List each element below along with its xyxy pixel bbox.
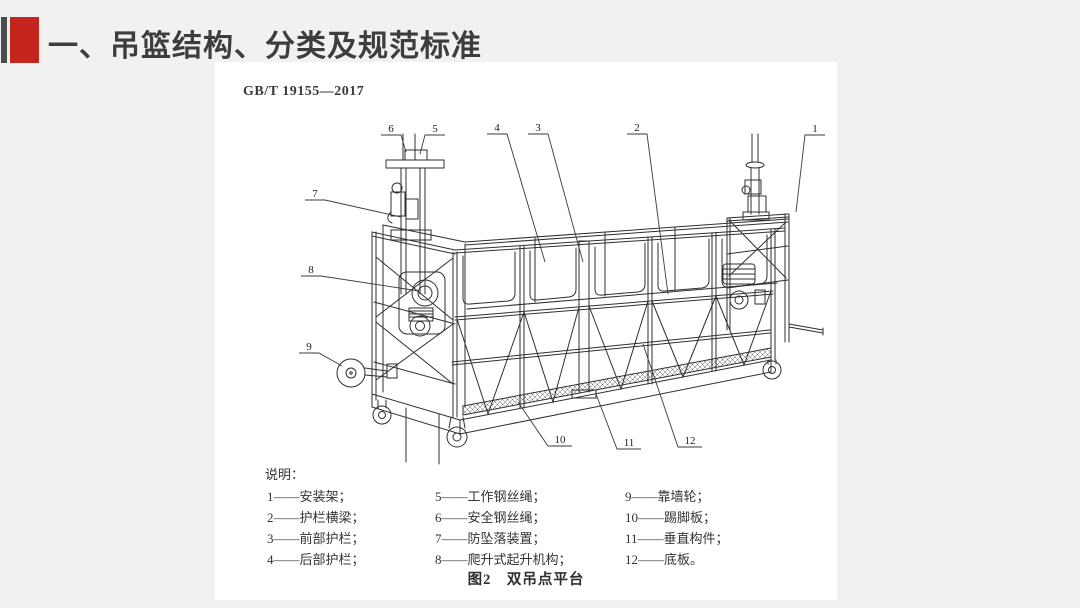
left-mast <box>400 167 426 295</box>
wall-wheel <box>336 358 398 388</box>
toe-board-front <box>459 359 772 435</box>
callout-numbers: 6 5 4 3 2 1 7 8 9 10 11 12 <box>306 122 818 449</box>
title-accent-bar-dark <box>1 17 7 63</box>
legend-item: 9——靠墙轮； <box>625 489 710 504</box>
callout-4: 4 <box>494 122 500 134</box>
callout-12: 12 <box>685 435 696 447</box>
guardrail-loops <box>462 234 768 305</box>
guardrail-rails <box>451 218 789 366</box>
figure-panel: GB/T 19155—2017 <box>215 62 837 600</box>
figure-caption: 图2 双吊点平台 <box>467 572 585 588</box>
title-accent-block-red <box>10 17 39 63</box>
truss-bracing <box>456 290 772 416</box>
climbing-hoist-left <box>398 271 446 337</box>
castor-wheels-left <box>372 399 468 448</box>
callout-11: 11 <box>624 437 635 449</box>
fall-arrester <box>387 182 419 224</box>
center-vertical-member <box>571 240 597 399</box>
legend-item: 8——爬升式起升机构； <box>435 552 572 567</box>
callout-1: 1 <box>812 123 818 135</box>
right-end-post <box>770 228 776 361</box>
callout-8: 8 <box>308 264 314 276</box>
guardrail-post <box>711 232 717 372</box>
legend-item: 11——垂直构件； <box>625 531 729 546</box>
legend-item: 1——安装架； <box>267 489 352 504</box>
legend-item: 3——前部护栏； <box>267 531 365 546</box>
wall-wheel-arm-right <box>788 323 824 336</box>
standard-reference: GB/T 19155—2017 <box>243 84 365 99</box>
castor-wheel-right <box>762 360 782 380</box>
legend-column-3: 9——靠墙轮； 10——踢脚板； 11——垂直构件； 12——底板。 <box>625 486 729 570</box>
legend-item: 10——踢脚板； <box>625 510 717 525</box>
ropes-below-deck <box>405 407 440 465</box>
rear-guardrail-posts <box>534 226 676 303</box>
legend-item: 6——安全钢丝绳； <box>435 510 546 525</box>
legend-column-1: 1——安装架； 2——护栏横梁； 3——前部护栏； 4——后部护栏； <box>267 486 365 570</box>
callout-9: 9 <box>306 341 312 353</box>
callout-5: 5 <box>432 123 438 135</box>
legend-title: 说明： <box>265 467 305 482</box>
legend-item: 7——防坠落装置； <box>435 531 546 546</box>
toe-board-left <box>371 393 461 435</box>
callout-6: 6 <box>388 123 394 135</box>
legend-column-2: 5——工作钢丝绳； 6——安全钢丝绳； 7——防坠落装置； 8——爬升式起升机构… <box>435 486 572 570</box>
guardrail-post <box>519 245 525 409</box>
climbing-hoist-right <box>722 263 766 310</box>
legend-item: 2——护栏横梁； <box>267 510 365 525</box>
legend-item: 4——后部护栏； <box>267 552 365 567</box>
legend-item: 5——工作钢丝绳； <box>435 489 546 504</box>
suspended-platform-diagram: 6 5 4 3 2 1 7 8 9 10 11 12 <box>299 122 825 465</box>
callout-10: 10 <box>555 434 567 446</box>
callout-3: 3 <box>535 122 541 134</box>
guardrail-post <box>647 236 653 385</box>
legend-item: 12——底板。 <box>625 552 704 567</box>
callout-2: 2 <box>634 122 640 134</box>
callout-leaders <box>299 133 825 450</box>
page-title: 一、吊篮结构、分类及规范标准 <box>48 30 482 63</box>
work-safety-ropes-left <box>402 133 416 161</box>
callout-7: 7 <box>312 188 318 200</box>
right-suspension <box>741 133 770 221</box>
platform-linework <box>336 133 824 465</box>
